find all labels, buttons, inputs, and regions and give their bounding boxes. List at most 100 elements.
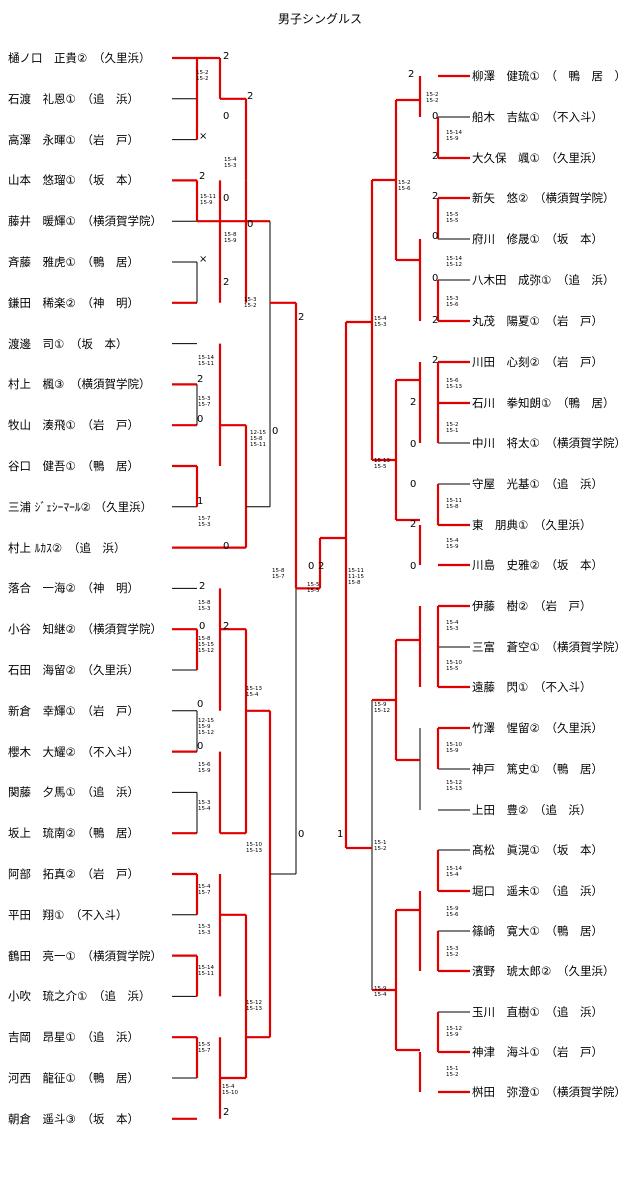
right-player-name: 大久保 颯① （久里浜）: [472, 151, 604, 165]
right-player-name: 神戸 篤史① （鴨 居）: [472, 762, 604, 776]
left-player-name: 山本 悠瑠① （坂 本）: [8, 173, 140, 188]
right-score: 2: [410, 397, 417, 408]
right-player-name: 川島 史雅② （坂 本）: [472, 558, 604, 572]
set-score: 15-11 15-9: [200, 194, 216, 206]
set-score: 15-3 15-7: [198, 396, 211, 408]
left-score: 0: [197, 699, 204, 710]
left-player-name: 小吹 琉之介① （追 浜）: [8, 989, 151, 1004]
left-score: 2: [199, 171, 206, 182]
left-player-name: 石渡 礼恩① （追 浜）: [8, 91, 140, 106]
set-score: 15-5 15-5: [446, 212, 459, 224]
set-score: 15-12 15-13: [446, 780, 462, 792]
set-score: 12-15 15-8 15-11: [250, 430, 266, 448]
left-player-name: 藤井 暖輝① （横須賀学院）: [8, 214, 163, 229]
right-player-name: 上田 豊② （追 浜）: [472, 803, 592, 817]
left-player-name: 渡邊 司① （坂 本）: [8, 336, 128, 351]
left-player-name: 新倉 幸輝① （岩 戸）: [8, 703, 140, 718]
set-score: 15-5 15-5: [307, 582, 320, 594]
set-score: 15-6 15-13: [446, 378, 462, 390]
left-score: 2: [199, 581, 206, 592]
right-player-name: 石川 拳知朗① （鴨 居）: [472, 396, 615, 410]
left-player-name: 吉岡 昂星① （追 浜）: [8, 1030, 140, 1045]
right-player-name: 玉川 直樹① （追 浜）: [472, 1005, 604, 1019]
set-score: 15-9 15-6: [446, 906, 459, 918]
left-player-name: 樋ノ口 正貴② （久里浜）: [8, 51, 151, 65]
set-score: 15-14 15-11: [198, 355, 214, 367]
set-score: 15-14 15-11: [198, 965, 214, 977]
right-player-name: 府川 修晟① （坂 本）: [472, 232, 604, 246]
center-score: 2: [318, 561, 325, 572]
center-score: 0: [272, 426, 279, 437]
set-score: 15-4 15-3: [446, 620, 459, 632]
set-score: 15-2 15-2: [426, 92, 439, 104]
set-score: 15-4 15-7: [198, 884, 211, 896]
left-player-name: 石田 海留② （久里浜）: [8, 663, 140, 677]
right-player-name: 船木 吉紘① （不入斗）: [472, 110, 604, 124]
set-score: 15-3 15-2: [446, 946, 459, 958]
set-score: 15-9 15-4: [374, 986, 387, 998]
set-score: 15-9 15-12: [374, 702, 390, 714]
set-score: 15-2 15-2: [196, 70, 209, 82]
left-score: 0: [223, 541, 230, 552]
set-score: 15-3 15-4: [198, 800, 211, 812]
left-score: 1: [197, 496, 204, 507]
left-player-name: 鎌田 稀楽② （神 明）: [8, 295, 140, 310]
set-score: 15-8 15-9: [224, 232, 237, 244]
left-player-name: 村上 楓③ （横須賀学院）: [8, 377, 151, 392]
left-score: 2: [197, 374, 204, 385]
left-score: ×: [199, 131, 208, 142]
right-score: 0: [410, 439, 417, 450]
set-score: 15-11 15-8: [446, 498, 462, 510]
left-score: 2: [247, 91, 254, 102]
set-score: 15-1 15-2: [446, 1066, 459, 1078]
right-player-name: 桝田 弥澄① （横須賀学院）: [472, 1085, 627, 1099]
set-score: 15-3 15-3: [198, 924, 211, 936]
right-player-name: 伊藤 樹② （岩 戸）: [472, 599, 592, 613]
right-player-name: 川田 心刻② （岩 戸）: [472, 355, 604, 369]
set-score: 15-7 15-3: [198, 516, 211, 528]
left-player-name: 櫻木 大耀② （不入斗）: [8, 744, 140, 759]
right-player-name: 東 朋典① （久里浜）: [472, 518, 592, 532]
left-score: 2: [223, 1107, 230, 1118]
left-player-name: 高澤 永暉① （岩 戸）: [8, 132, 140, 147]
set-score: 15-1 15-2: [374, 840, 387, 852]
left-player-name: 小谷 知継② （横須賀学院）: [8, 622, 163, 637]
set-score: 15-3 15-6: [446, 296, 459, 308]
right-player-name: 髙松 眞滉① （坂 本）: [472, 843, 604, 857]
set-score: 15-8 15-15 15-12: [198, 636, 214, 654]
left-player-name: 牧山 湊飛① （岩 戸）: [8, 418, 140, 433]
left-score: 0: [197, 741, 204, 752]
set-score: 15-12 15-13: [246, 1000, 262, 1012]
right-score: 0: [432, 231, 439, 242]
right-score: 2: [432, 315, 439, 326]
right-player-name: 篠崎 寛大① （鴨 居）: [472, 924, 604, 938]
left-player-name: 斉藤 雅虎① （鴨 居）: [8, 255, 140, 269]
set-score: 15-4 15-3: [374, 316, 387, 328]
set-score: 12-15 15-9 15-12: [198, 718, 214, 736]
left-score: 2: [223, 277, 230, 288]
left-player-name: 坂上 琉南② （鴨 居）: [8, 826, 140, 841]
left-player-name: 鶴田 亮一① （横須賀学院）: [8, 948, 163, 963]
center-score: 1: [337, 829, 344, 840]
right-player-name: 八木田 成弥① （追 浜）: [472, 273, 615, 287]
page-title: 男子シングルス: [277, 12, 362, 26]
right-player-name: 神津 海斗① （岩 戸）: [472, 1045, 604, 1059]
set-score: 15-14 15-9: [446, 130, 462, 142]
center-score: 0: [298, 829, 305, 840]
left-score: 0: [199, 621, 206, 632]
right-score: 0: [432, 111, 439, 122]
set-score: 15-5 15-7: [198, 1042, 211, 1054]
left-score: 2: [223, 51, 230, 62]
right-score: 2: [408, 69, 415, 80]
left-score: ×: [199, 254, 208, 265]
set-score: 15-8 15-3: [198, 600, 211, 612]
right-player-name: 堀口 遥未① （追 浜）: [472, 884, 604, 898]
left-player-name: 河西 龍征① （鴨 居）: [8, 1071, 140, 1085]
left-player-name: 関藤 夕馬① （追 浜）: [8, 785, 140, 800]
left-score: 0: [223, 111, 230, 122]
right-player-name: 新矢 悠② （横須賀学院）: [472, 191, 615, 205]
set-score: 15-10 15-5: [446, 660, 462, 672]
right-score: 0: [410, 561, 417, 572]
left-score: 0: [247, 219, 254, 230]
